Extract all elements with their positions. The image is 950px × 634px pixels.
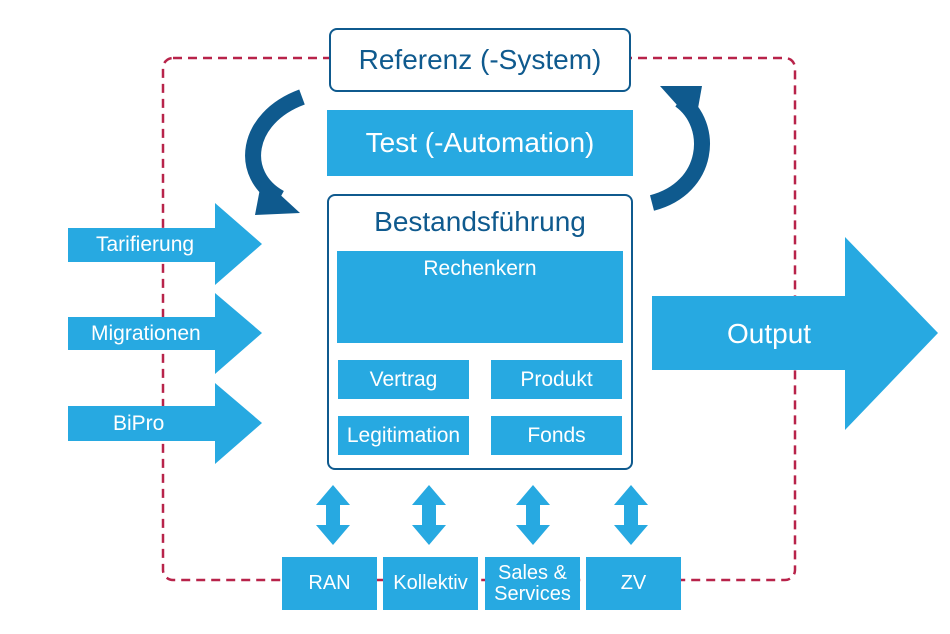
output-arrow: [652, 237, 938, 430]
module-label: Fonds: [527, 423, 586, 447]
module-label: Produkt: [520, 367, 593, 391]
bottom-label: Sales & Services: [494, 561, 571, 605]
rechenkern-box: [337, 251, 623, 343]
cycle-arrow-left: [245, 89, 306, 206]
output-label: Output: [727, 318, 812, 349]
referenz-box: Referenz (-System): [329, 28, 631, 92]
test-box: Test (-Automation): [327, 110, 633, 176]
bottom-label: ZV: [620, 572, 647, 594]
cycle-arrow-right-head: [660, 86, 702, 125]
input-arrow-bipro: [68, 383, 262, 464]
module-fonds: Fonds: [491, 416, 622, 455]
double-arrow-icon: [614, 485, 648, 545]
bottom-label: RAN: [308, 572, 351, 594]
double-arrow-icon: [316, 485, 350, 545]
input-label-migrationen: Migrationen: [91, 322, 201, 345]
bottom-box-sales-services: Sales & Services: [485, 557, 580, 610]
module-produkt: Produkt: [491, 360, 622, 399]
module-label: Legitimation: [346, 423, 461, 447]
double-arrow-icon: [516, 485, 550, 545]
bottom-box-ran: RAN: [282, 557, 377, 610]
rechenkern-label: Rechenkern: [423, 257, 537, 280]
referenz-label: Referenz (-System): [358, 44, 602, 75]
module-vertrag: Vertrag: [338, 360, 469, 399]
test-label: Test (-Automation): [365, 127, 595, 158]
double-arrow-icon: [412, 485, 446, 545]
bottom-box-kollektiv: Kollektiv: [383, 557, 478, 610]
bestand-title: Bestandsführung: [374, 206, 586, 237]
cycle-arrow-left-head: [255, 178, 300, 215]
module-legitimation: Legitimation: [338, 416, 469, 455]
input-arrow-tarifierung: [68, 203, 262, 285]
bottom-box-zv: ZV: [586, 557, 681, 610]
module-label: Vertrag: [369, 367, 438, 391]
input-label-bipro: BiPro: [113, 412, 165, 435]
input-arrow-migrationen: [68, 293, 262, 374]
input-label-tarifierung: Tarifierung: [96, 233, 195, 256]
bottom-label: Kollektiv: [393, 572, 468, 594]
